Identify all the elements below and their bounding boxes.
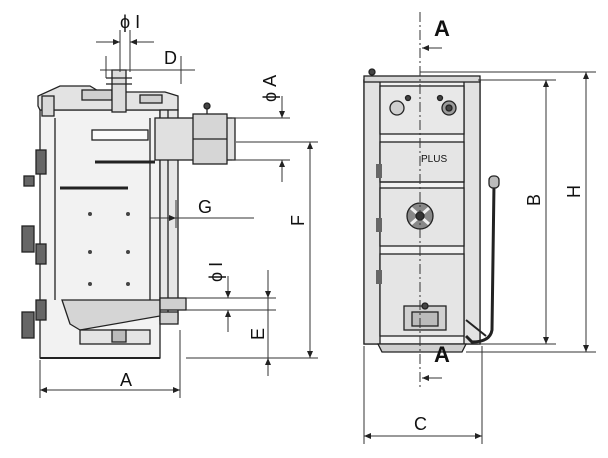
label-c: C bbox=[414, 414, 427, 434]
label-d: D bbox=[164, 48, 177, 68]
label-phi-i-mid: ϕ I bbox=[206, 262, 226, 282]
label-h: H bbox=[564, 185, 584, 198]
label-g: G bbox=[198, 197, 212, 217]
label-section-bottom: A bbox=[434, 342, 450, 367]
label-b: B bbox=[524, 194, 544, 206]
front-view bbox=[363, 68, 500, 353]
front-view-gauge-left bbox=[389, 100, 405, 116]
label-a-bottom: A bbox=[120, 370, 132, 390]
side-view-top-nozzle bbox=[111, 69, 127, 113]
label-phi-i-top: ϕ I bbox=[120, 12, 140, 32]
front-view-lever bbox=[464, 183, 496, 344]
side-view bbox=[21, 69, 236, 359]
side-view-dimensions bbox=[39, 30, 318, 398]
section-line bbox=[419, 12, 442, 390]
label-phi-a: ϕ A bbox=[260, 75, 280, 102]
label-e: E bbox=[248, 328, 268, 340]
label-section-top: A bbox=[434, 16, 450, 41]
front-view-upper-door bbox=[379, 141, 465, 183]
label-plus: PLUS bbox=[421, 154, 447, 165]
front-view-dimensions bbox=[363, 71, 596, 444]
label-f: F bbox=[288, 215, 308, 226]
